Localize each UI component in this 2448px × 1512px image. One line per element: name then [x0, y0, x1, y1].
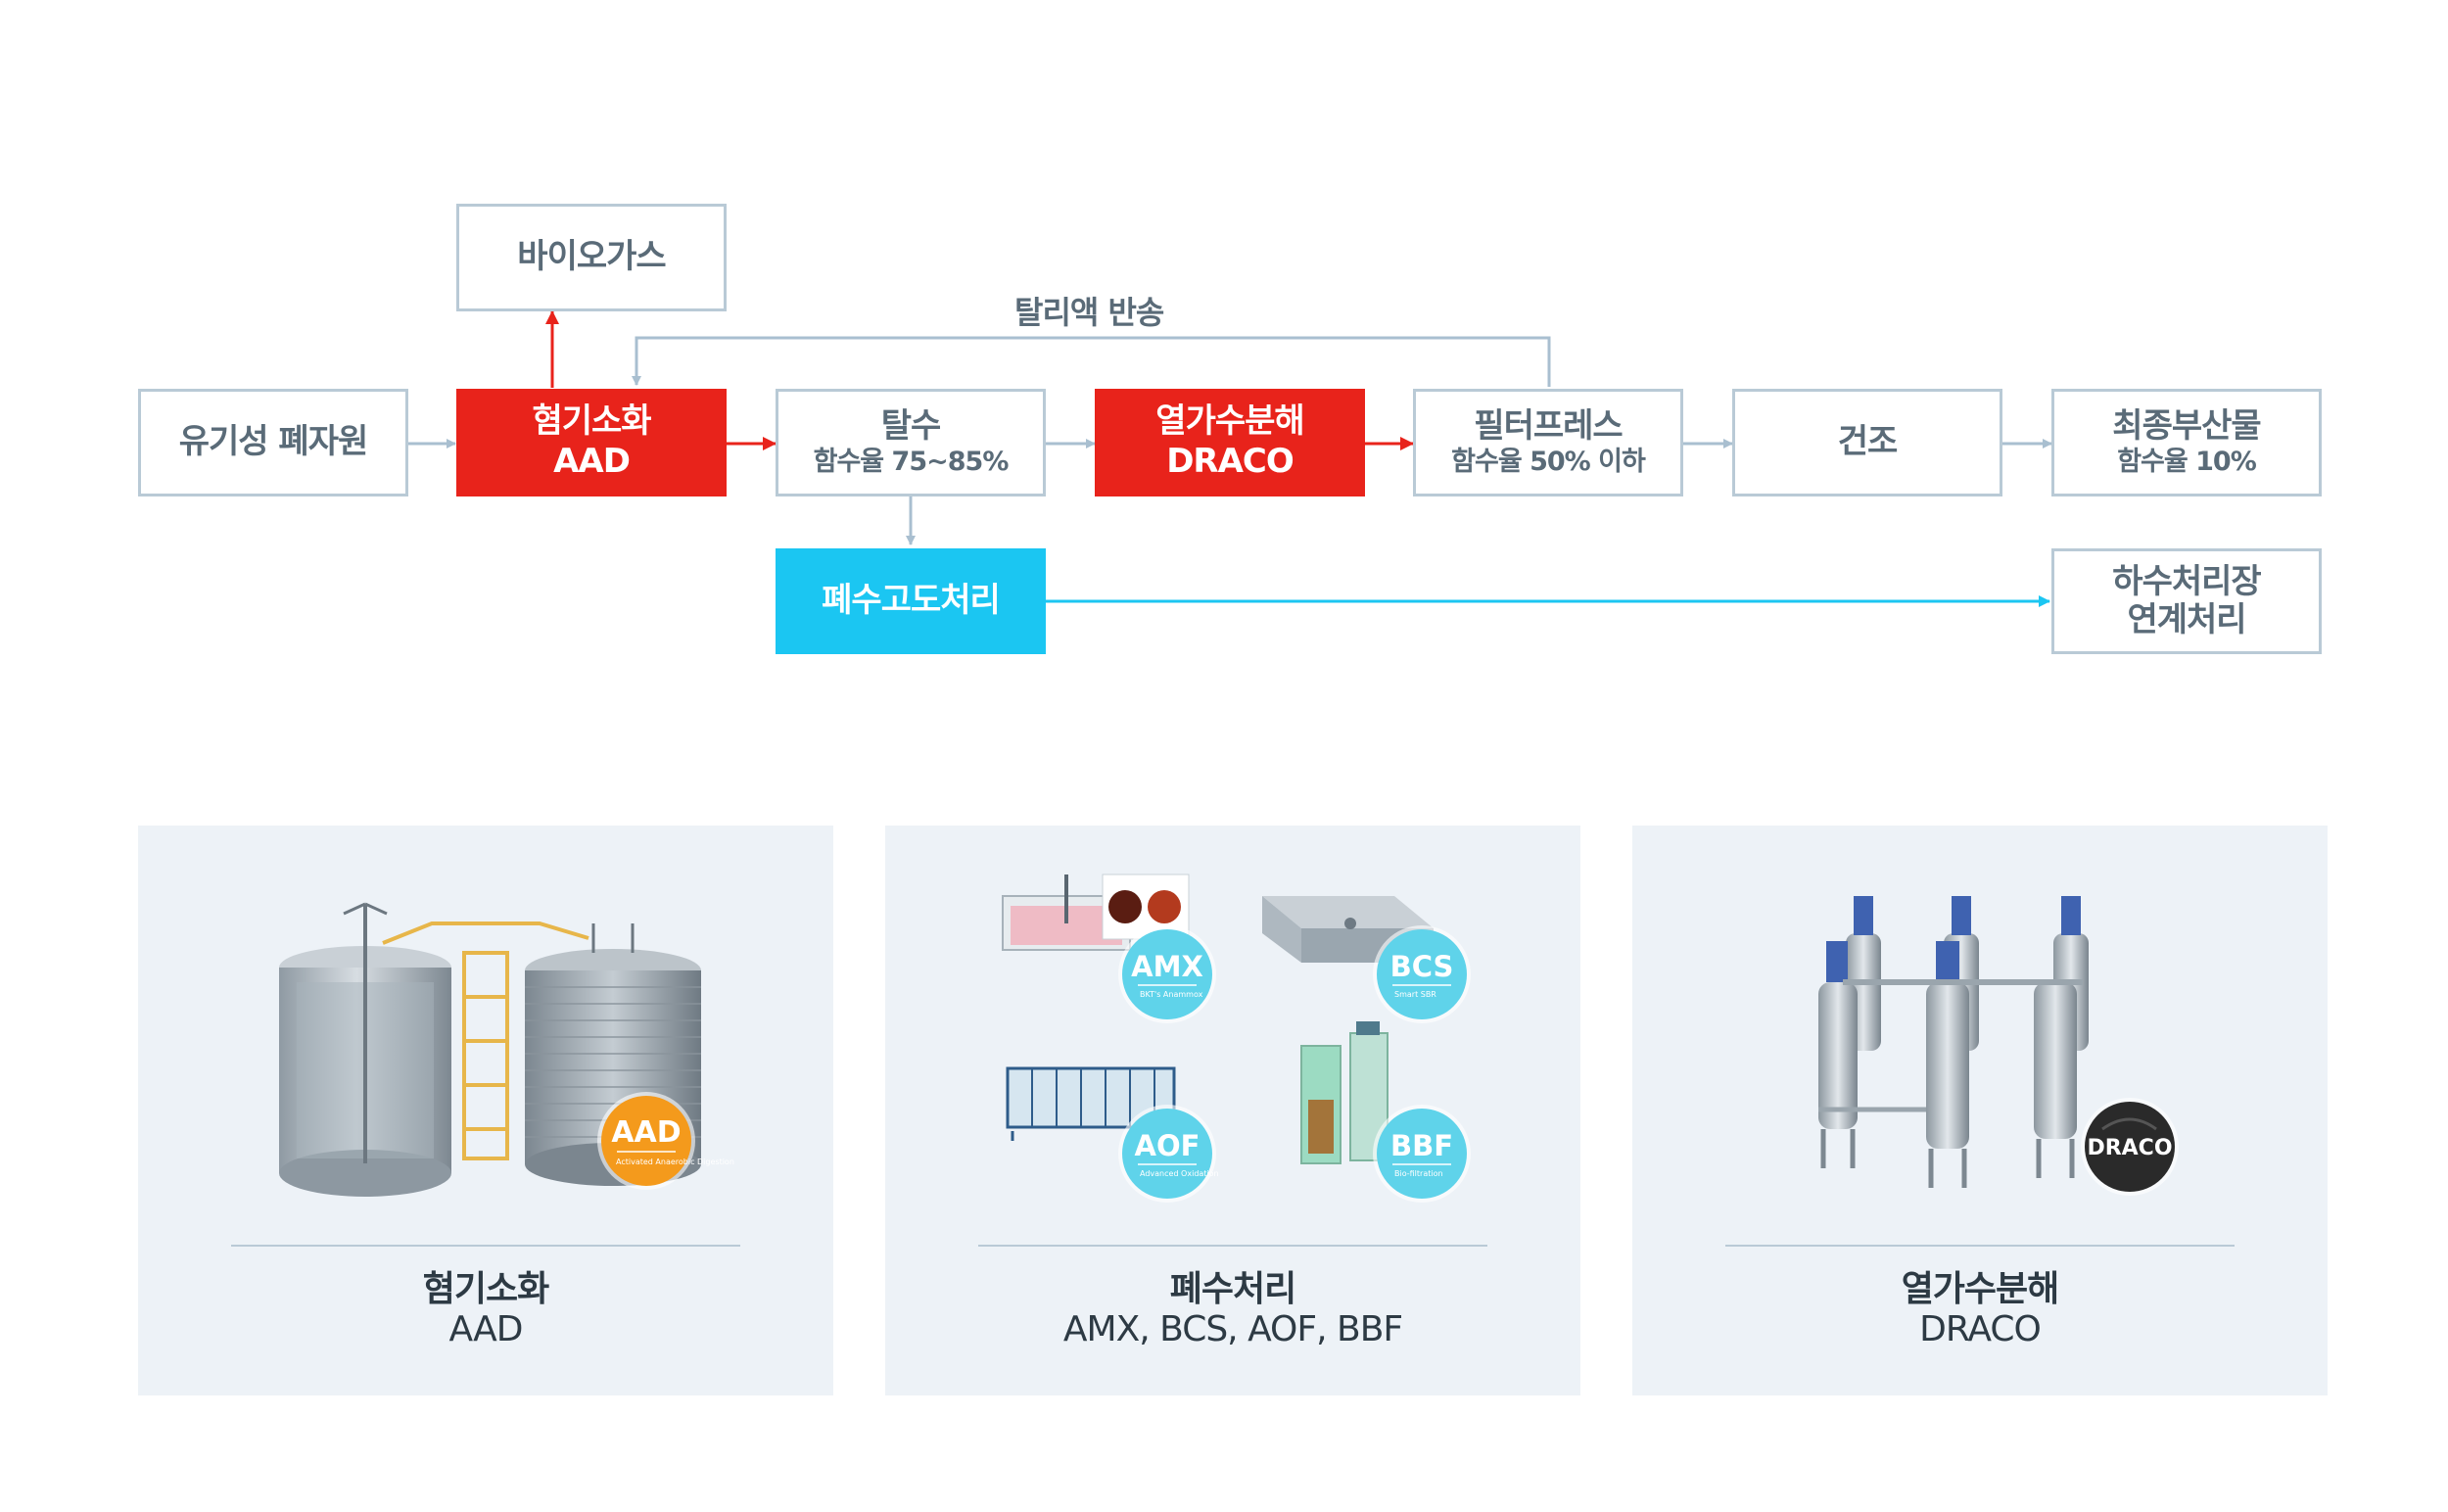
draco-title: 열가수분해 [1155, 402, 1303, 441]
panel-aad-subtitle: AAD [138, 1309, 833, 1349]
return-label: 탈리액 반송 [1014, 288, 1163, 333]
aad-badge-desc: Activated Anaerobic Digestion [616, 1158, 734, 1166]
bbf-badge-desc: Bio-filtration [1394, 1169, 1443, 1178]
filter-press-title: 필터프레스 [1474, 407, 1622, 446]
sewage-box: 하수처리장 연계처리 [2051, 548, 2322, 654]
thermal-hydrolysis-illustration: DRACO [1632, 826, 2328, 1247]
bcs-badge-label: BCS [1390, 950, 1454, 983]
arrow-return-loop [636, 338, 1549, 387]
dewater-title: 탈수 [881, 407, 941, 446]
aof-badge: AOF Advanced Oxidation [1118, 1105, 1219, 1203]
final-product-box: 최종부산물 함수율 10% [2051, 389, 2322, 496]
draco-badge-label: DRACO [2087, 1136, 2172, 1160]
aad-badge-label: AAD [611, 1115, 681, 1150]
panel-aad-divider [231, 1245, 740, 1247]
bcs-badge: BCS Smart SBR [1373, 925, 1471, 1023]
final-product-title: 최종부산물 [2112, 407, 2260, 446]
panel-aad-title: 혐기소화 [138, 1260, 833, 1311]
aof-badge-label: AOF [1135, 1129, 1200, 1162]
wastewater-label: 폐수고도처리 [822, 582, 1000, 620]
panel-draco-subtitle: DRACO [1632, 1309, 2328, 1349]
biogas-label: 바이오가스 [517, 238, 665, 276]
panel-wastewater-divider [978, 1245, 1487, 1247]
panel-wastewater: AMX BKT's Anammox BCS Smart SBR AOF Adva… [885, 826, 1580, 1395]
bcs-badge-desc: Smart SBR [1394, 990, 1436, 999]
anaerobic-digester-illustration: AAD Activated Anaerobic Digestion [138, 826, 833, 1247]
filter-press-box: 필터프레스 함수율 50% 이하 [1413, 389, 1683, 496]
biogas-box: 바이오가스 [456, 204, 727, 311]
amx-badge-desc: BKT's Anammox [1140, 990, 1203, 999]
aof-badge-desc: Advanced Oxidation [1140, 1169, 1219, 1178]
panel-wastewater-subtitle: AMX, BCS, AOF, BBF [885, 1309, 1580, 1349]
bbf-badge-label: BBF [1390, 1129, 1453, 1162]
wastewater-processes-illustration: AMX BKT's Anammox BCS Smart SBR AOF Adva… [885, 826, 1580, 1247]
amx-badge: AMX BKT's Anammox [1118, 925, 1216, 1023]
panel-draco-title: 열가수분해 [1632, 1260, 2328, 1311]
panel-draco: DRACO 열가수분해 DRACO [1632, 826, 2328, 1395]
reactor-vessels [1818, 896, 2089, 1188]
dry-label: 건조 [1838, 423, 1898, 461]
final-product-sub: 함수율 10% [2117, 446, 2256, 479]
organic-waste-label: 유기성 폐자원 [179, 423, 368, 461]
dewater-box: 탈수 함수율 75~85% [776, 389, 1046, 496]
panel-draco-divider [1725, 1245, 2235, 1247]
draco-sub: DRACO [1166, 441, 1294, 483]
dry-box: 건조 [1732, 389, 2002, 496]
filter-press-sub: 함수율 50% 이하 [1451, 446, 1645, 479]
bbf-badge: BBF Bio-filtration [1373, 1105, 1471, 1203]
aad-sub: AAD [553, 441, 630, 483]
aad-box: 혐기소화 AAD [456, 389, 727, 496]
amx-badge-label: AMX [1131, 950, 1203, 983]
organic-waste-box: 유기성 폐자원 [138, 389, 408, 496]
dewater-sub: 함수율 75~85% [814, 446, 1009, 479]
wastewater-box: 폐수고도처리 [776, 548, 1046, 654]
sewage-line2: 연계처리 [2127, 601, 2245, 639]
panel-wastewater-title: 폐수처리 [885, 1260, 1580, 1311]
draco-box: 열가수분해 DRACO [1095, 389, 1365, 496]
sewage-line1: 하수처리장 [2112, 563, 2260, 601]
panel-aad: AAD Activated Anaerobic Digestion 혐기소화 A… [138, 826, 833, 1395]
aad-title: 혐기소화 [532, 402, 650, 441]
